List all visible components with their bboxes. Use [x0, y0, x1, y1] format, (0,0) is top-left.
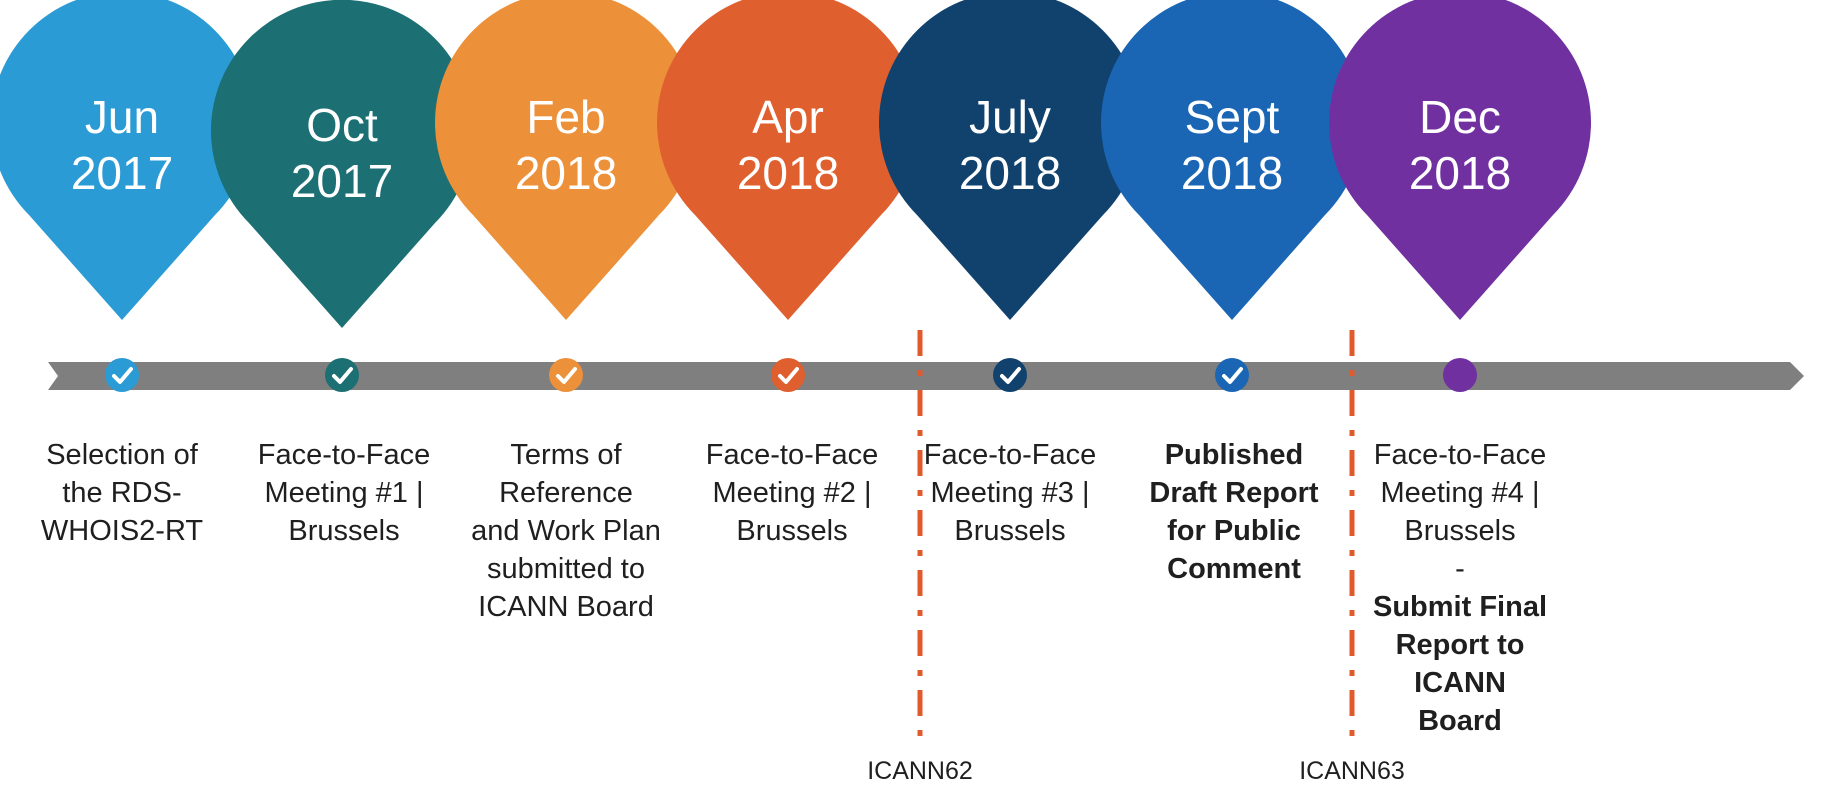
meeting-label: ICANN62 — [867, 757, 973, 785]
milestone-month: Apr — [752, 91, 824, 143]
checkmark-icon — [993, 358, 1027, 392]
pin-fill — [1329, 0, 1591, 320]
pin-shape — [879, 0, 1141, 320]
pin-fill — [211, 0, 473, 328]
description-text: Face-to-Face Meeting #2 | Brussels — [705, 439, 879, 547]
milestone-year: 2018 — [736, 147, 840, 199]
milestone-year: 2017 — [70, 147, 174, 199]
pin-shape — [0, 0, 253, 320]
pin-shape — [657, 0, 919, 320]
checkmark-icon — [549, 358, 583, 392]
pin-shape — [1101, 0, 1363, 320]
milestone-description: Face-to-Face Meeting #3 | Brussels — [920, 436, 1100, 550]
description-text: Terms of Reference and Work Plan submitt… — [471, 439, 661, 623]
milestone-description: Face-to-Face Meeting #2 | Brussels — [697, 436, 887, 550]
milestone-month: Feb — [526, 91, 606, 143]
pin-fill — [1101, 0, 1363, 320]
description-bold-text: Published Draft Report for Public Commen… — [1149, 439, 1319, 585]
milestone-description: Face-to-Face Meeting #1 | Brussels — [249, 436, 439, 550]
meeting-label: ICANN63 — [1299, 757, 1405, 785]
pin-fill — [435, 0, 697, 320]
timeline-arrow — [48, 362, 1804, 390]
milestone-description: Terms of Reference and Work Plan submitt… — [471, 436, 661, 626]
checkmark-icon — [325, 358, 359, 392]
pin-shape — [435, 0, 697, 320]
description-text: - — [1455, 553, 1465, 585]
milestone-year: 2018 — [1180, 147, 1284, 199]
milestone-description: Selection of the RDS-WHOIS2-RT — [37, 436, 207, 550]
milestone-month: July — [969, 91, 1051, 143]
pin-shape — [1329, 0, 1591, 320]
checkmark-icon — [771, 358, 805, 392]
description-text: Face-to-Face Meeting #3 | Brussels — [923, 439, 1097, 547]
description-text: Face-to-Face Meeting #1 | Brussels — [257, 439, 431, 547]
pin-fill — [879, 0, 1141, 320]
description-bold-text: Submit Final Report to ICANN Board — [1373, 591, 1547, 737]
milestone-year: 2018 — [514, 147, 618, 199]
pin-shape — [211, 0, 473, 328]
milestone-month: Dec — [1419, 91, 1501, 143]
checkmark-icon — [105, 358, 139, 392]
milestone-year: 2018 — [1408, 147, 1512, 199]
description-text: Face-to-Face Meeting #4 | Brussels — [1373, 439, 1547, 547]
milestone-description: Face-to-Face Meeting #4 | Brussels - Submi… — [1370, 436, 1550, 740]
milestone-year: 2017 — [290, 155, 394, 207]
pending-dot-icon — [1443, 358, 1477, 392]
milestone-month: Sept — [1184, 91, 1280, 143]
description-text: Selection of the RDS-WHOIS2-RT — [40, 439, 204, 547]
milestone-year: 2018 — [958, 147, 1062, 199]
milestone-month: Jun — [84, 91, 160, 143]
pin-fill — [657, 0, 919, 320]
milestone-description: Published Draft Report for Public Commen… — [1144, 436, 1324, 588]
pin-fill — [0, 0, 253, 320]
milestone-month: Oct — [306, 99, 378, 151]
checkmark-icon — [1215, 358, 1249, 392]
